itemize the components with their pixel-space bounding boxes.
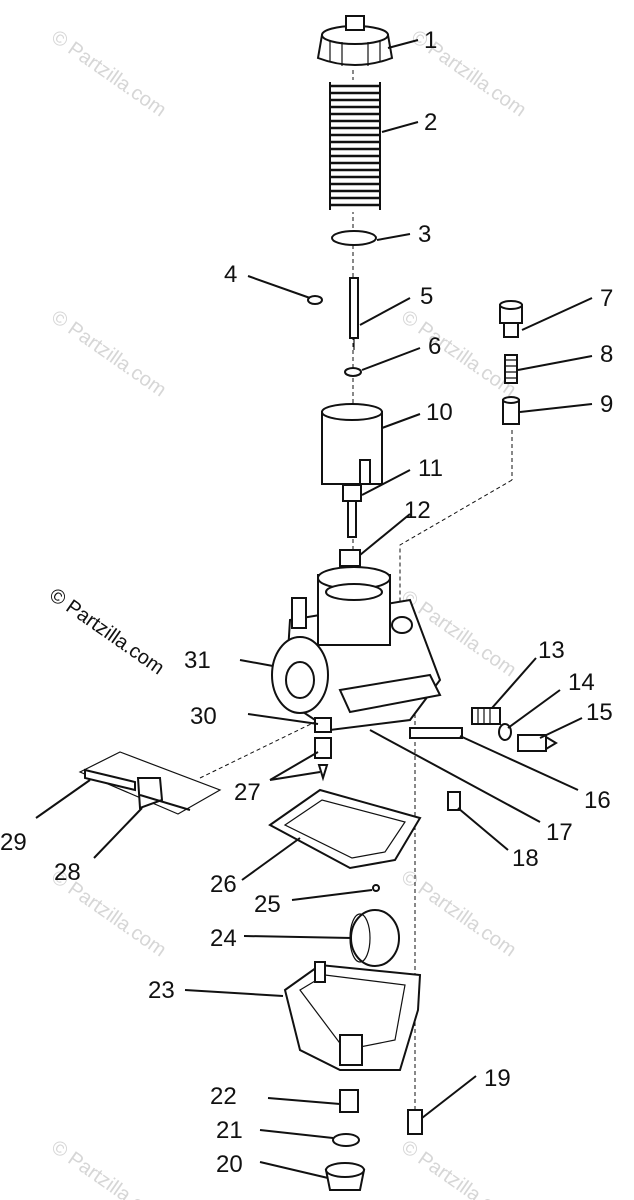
small-spring-part (504, 354, 518, 384)
callout-14: 14 (568, 669, 595, 696)
nut-part (339, 549, 361, 567)
watermark-dark: © Partzilla.com (45, 584, 168, 679)
watermark: © Partzilla.com (47, 1136, 170, 1200)
carburetor-body-part (271, 566, 442, 732)
gasket-part (268, 788, 422, 870)
callout-17: 17 (546, 819, 573, 846)
callout-16: 16 (584, 787, 611, 814)
callout-29: 29 (0, 829, 27, 856)
callout-24: 24 (210, 925, 237, 952)
callout-27: 27 (234, 779, 261, 806)
needle-part (349, 277, 359, 350)
callout-15: 15 (586, 699, 613, 726)
fitting-part (314, 717, 332, 733)
ball-part (372, 884, 380, 892)
spring-13-part (471, 707, 501, 725)
callout-20: 20 (216, 1151, 243, 1178)
callout-5: 5 (420, 283, 433, 310)
watermarks: © Partzilla.com © Partzilla.com © Partzi… (47, 26, 530, 1200)
callout-2: 2 (424, 109, 437, 136)
float-arm-part (78, 721, 316, 815)
air-screw-part (517, 734, 558, 752)
callout-8: 8 (600, 341, 613, 368)
pipe-part (409, 727, 463, 739)
throttle-slide-part (321, 403, 383, 485)
callout-6: 6 (428, 333, 441, 360)
callout-19: 19 (484, 1065, 511, 1092)
adjuster-screw-part (342, 484, 362, 538)
callout-21: 21 (216, 1117, 243, 1144)
callout-22: 22 (210, 1083, 237, 1110)
callout-11: 11 (418, 455, 443, 482)
clip-part (307, 295, 323, 305)
float-valve-part (502, 396, 520, 425)
jet-axis-line (399, 479, 513, 610)
screw-19-part (407, 1109, 423, 1135)
watermark: © Partzilla.com (397, 1136, 520, 1200)
float-part (349, 909, 400, 967)
callout-31: 31 (184, 647, 211, 674)
main-jet-part (339, 1089, 359, 1113)
callout-4: 4 (224, 261, 237, 288)
callout-1: 1 (424, 27, 437, 54)
leader-lines (35, 39, 593, 1179)
watermark: © Partzilla.com (397, 866, 520, 961)
callout-25: 25 (254, 891, 281, 918)
retainer-plate-part (331, 230, 377, 246)
callout-28: 28 (54, 859, 81, 886)
callout-labels: 1 2 3 4 5 6 7 8 9 10 11 12 13 14 15 16 1… (0, 27, 613, 1178)
callout-26: 26 (210, 871, 237, 898)
callout-7: 7 (600, 285, 613, 312)
screw-18-part (447, 791, 461, 811)
washer-part (344, 367, 362, 377)
watermark: © Partzilla.com (47, 26, 170, 121)
callout-30: 30 (190, 703, 217, 730)
o-ring-21-part (332, 1133, 360, 1147)
callout-18: 18 (512, 845, 539, 872)
float-bowl-part (283, 961, 422, 1071)
callout-9: 9 (600, 391, 613, 418)
watermark: © Partzilla.com (47, 306, 170, 401)
callout-23: 23 (148, 977, 175, 1004)
callout-13: 13 (538, 637, 565, 664)
drain-plug-part (324, 1162, 366, 1191)
callout-12: 12 (404, 497, 431, 524)
callout-10: 10 (426, 399, 453, 426)
callout-3: 3 (418, 221, 431, 248)
spring-part (328, 80, 382, 212)
needle-valve-part (314, 737, 332, 782)
cap-part (316, 15, 394, 66)
pilot-jet-part (499, 300, 523, 338)
